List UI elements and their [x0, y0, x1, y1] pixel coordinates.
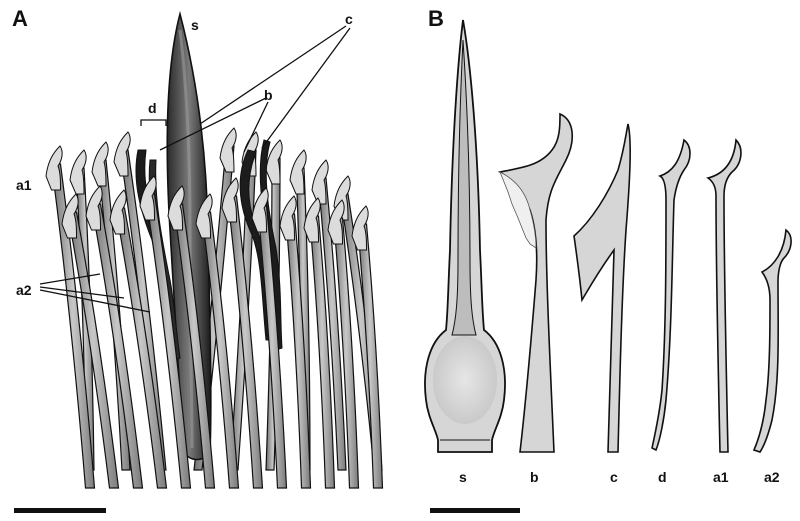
front-appendage — [195, 193, 240, 489]
label-a-b: b — [264, 87, 273, 103]
element-b — [497, 112, 573, 453]
panel-b-isolated-elements: B s b c d — [424, 6, 792, 513]
panel-b-label: B — [428, 6, 444, 31]
label-b-a2: a2 — [764, 469, 780, 485]
front-appendage — [139, 175, 192, 489]
back-appendage — [311, 159, 347, 471]
element-c — [573, 123, 631, 453]
front-appendage — [61, 193, 120, 489]
front-appendage — [327, 199, 360, 489]
element-s — [424, 19, 506, 453]
label-a-a1: a1 — [16, 177, 32, 193]
panel-a-label: A — [12, 6, 28, 31]
front-appendage — [167, 185, 216, 489]
label-b-b: b — [530, 469, 539, 485]
panel-a-leader-lines — [39, 25, 351, 313]
front-row-appendages — [45, 145, 384, 489]
front-appendage — [85, 185, 144, 489]
label-a-c: c — [345, 11, 353, 27]
label-b-s: s — [459, 469, 467, 485]
label-a-s: s — [191, 17, 199, 33]
label-a-d: d — [148, 100, 157, 116]
front-appendage — [221, 177, 264, 489]
front-appendage — [351, 205, 384, 489]
label-b-c: c — [610, 469, 618, 485]
scale-bar-b — [430, 508, 520, 513]
scale-bar-a — [14, 508, 106, 513]
element-a2 — [752, 228, 792, 453]
front-appendage — [251, 187, 288, 489]
panel-a-sporangium-bundle: A s c b d — [12, 6, 384, 513]
element-d — [651, 138, 691, 452]
front-appendage — [109, 189, 168, 489]
front-appendage — [303, 197, 336, 489]
front-appendage — [45, 145, 96, 489]
element-a1 — [706, 138, 742, 453]
label-b-d: d — [658, 469, 667, 485]
label-a-a2: a2 — [16, 282, 32, 298]
front-appendage — [279, 195, 312, 489]
label-b-a1: a1 — [713, 469, 729, 485]
